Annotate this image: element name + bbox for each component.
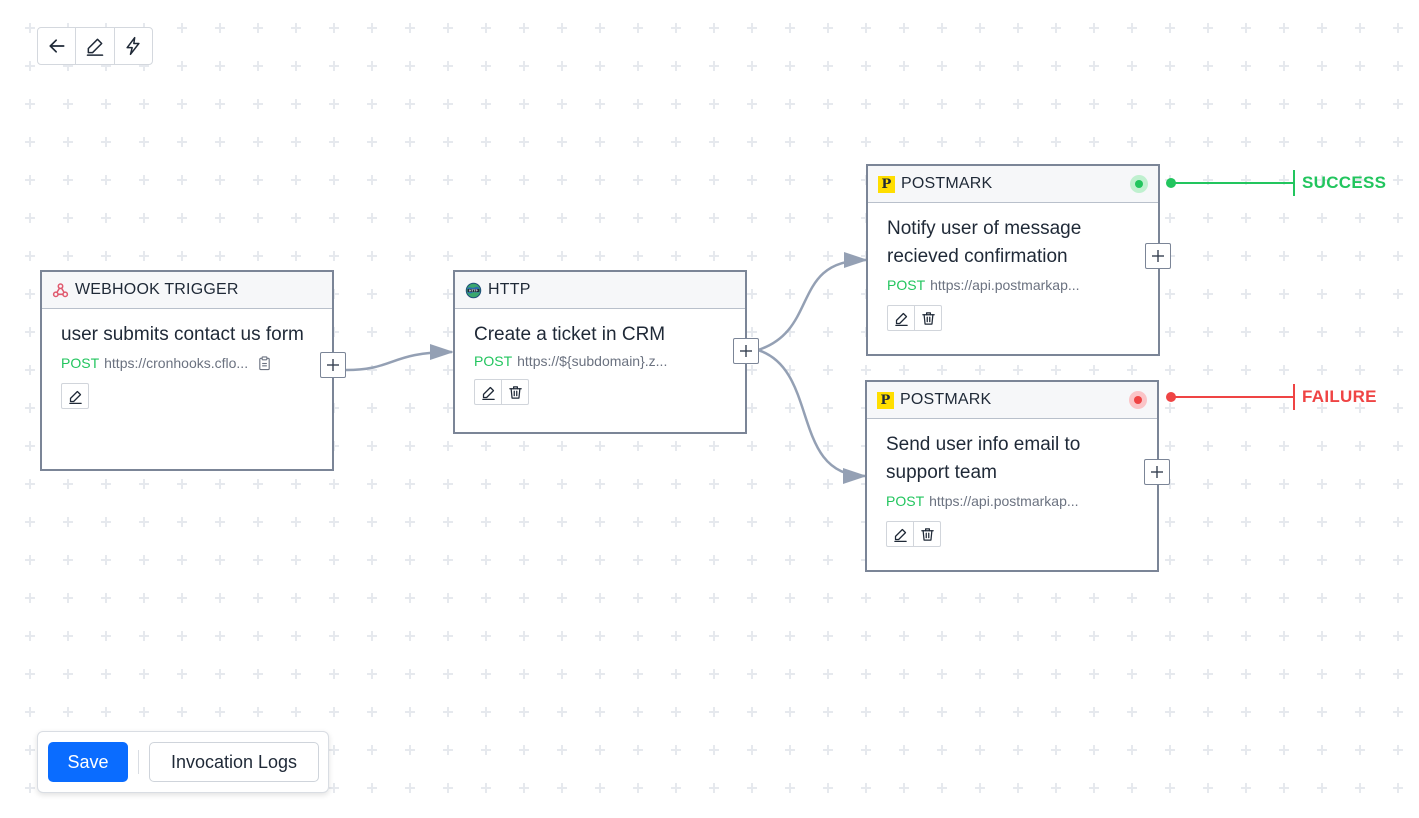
node-header: P POSTMARK bbox=[867, 382, 1157, 419]
node-title: user submits contact us form bbox=[61, 324, 304, 345]
pencil-icon bbox=[86, 38, 104, 56]
node-request-info: POST https://api.postmarkap... bbox=[887, 277, 1139, 293]
bottom-action-bar: Save Invocation Logs bbox=[37, 731, 329, 793]
postmark-icon: P bbox=[878, 175, 895, 193]
pencil-icon bbox=[894, 312, 908, 326]
edit-node-button[interactable] bbox=[475, 380, 502, 404]
success-status-dot bbox=[1130, 175, 1148, 193]
http-method: POST bbox=[887, 277, 926, 293]
node-type-label: POSTMARK bbox=[900, 391, 992, 408]
failure-status-dot bbox=[1129, 391, 1147, 409]
invocation-logs-button[interactable]: Invocation Logs bbox=[149, 742, 319, 782]
add-step-button-postmark-failure[interactable] bbox=[1144, 459, 1170, 485]
edit-node-button[interactable] bbox=[887, 522, 914, 546]
edit-node-button[interactable] bbox=[888, 306, 915, 330]
pencil-icon bbox=[893, 528, 907, 542]
node-url: https://cronhooks.cflo... bbox=[104, 355, 249, 371]
top-toolbar bbox=[37, 27, 153, 65]
back-button[interactable] bbox=[38, 28, 77, 64]
plus-icon bbox=[1152, 250, 1164, 262]
pencil-icon bbox=[481, 386, 495, 400]
edit-node-button[interactable] bbox=[62, 384, 88, 408]
webhook-icon bbox=[52, 282, 69, 299]
save-button[interactable]: Save bbox=[48, 742, 128, 782]
node-actions bbox=[61, 383, 89, 409]
node-postmark-success[interactable]: P POSTMARK Notify user of message reciev… bbox=[866, 164, 1160, 356]
node-request-info: POST https://api.postmarkap... bbox=[886, 493, 1138, 509]
http-method: POST bbox=[886, 493, 925, 509]
divider bbox=[138, 750, 139, 774]
node-title: Create a ticket in CRM bbox=[474, 324, 666, 345]
failure-branch-label: FAILURE bbox=[1302, 387, 1377, 406]
node-title: Send user info email to support team bbox=[886, 434, 1081, 483]
pencil-icon bbox=[68, 390, 82, 404]
plus-icon bbox=[740, 345, 752, 357]
http-method: POST bbox=[61, 355, 100, 371]
node-request-info: POST https://${subdomain}.z... bbox=[474, 353, 726, 369]
node-title: Notify user of message recieved confirma… bbox=[887, 218, 1082, 267]
trigger-button[interactable] bbox=[115, 28, 152, 64]
node-actions bbox=[886, 521, 941, 547]
plus-icon bbox=[327, 359, 339, 371]
node-request-info: POST https://cronhooks.cflo... bbox=[61, 355, 313, 371]
postmark-icon: P bbox=[877, 391, 894, 409]
node-url: https://api.postmarkap... bbox=[929, 493, 1079, 509]
node-webhook-trigger[interactable]: WEBHOOK TRIGGER user submits contact us … bbox=[40, 270, 334, 471]
edit-workflow-button[interactable] bbox=[76, 28, 115, 64]
success-branch-label: SUCCESS bbox=[1302, 173, 1387, 192]
node-type-label: WEBHOOK TRIGGER bbox=[75, 281, 239, 298]
node-postmark-failure[interactable]: P POSTMARK Send user info email to suppo… bbox=[865, 380, 1159, 572]
trash-icon bbox=[920, 527, 934, 541]
globe-icon: HTTP bbox=[465, 282, 482, 299]
node-type-label: POSTMARK bbox=[901, 175, 993, 192]
trash-icon bbox=[921, 311, 935, 325]
add-step-button-http[interactable] bbox=[733, 338, 759, 364]
arrow-left-icon bbox=[49, 39, 65, 53]
add-step-button-webhook[interactable] bbox=[320, 352, 346, 378]
delete-node-button[interactable] bbox=[502, 380, 528, 404]
node-actions bbox=[474, 379, 529, 405]
clipboard-icon[interactable] bbox=[257, 355, 272, 371]
node-header: P POSTMARK bbox=[868, 166, 1158, 203]
node-header: HTTP HTTP bbox=[455, 272, 745, 309]
node-http[interactable]: HTTP HTTP Create a ticket in CRM POST ht… bbox=[453, 270, 747, 434]
lightning-icon bbox=[126, 36, 140, 56]
node-header: WEBHOOK TRIGGER bbox=[42, 272, 332, 309]
node-url: https://${subdomain}.z... bbox=[517, 353, 668, 369]
node-actions bbox=[887, 305, 942, 331]
add-step-button-postmark-success[interactable] bbox=[1145, 243, 1171, 269]
node-url: https://api.postmarkap... bbox=[930, 277, 1080, 293]
delete-node-button[interactable] bbox=[914, 522, 940, 546]
http-method: POST bbox=[474, 353, 513, 369]
delete-node-button[interactable] bbox=[915, 306, 941, 330]
trash-icon bbox=[508, 385, 522, 399]
plus-icon bbox=[1151, 466, 1163, 478]
svg-text:HTTP: HTTP bbox=[469, 288, 478, 292]
node-type-label: HTTP bbox=[488, 281, 531, 298]
